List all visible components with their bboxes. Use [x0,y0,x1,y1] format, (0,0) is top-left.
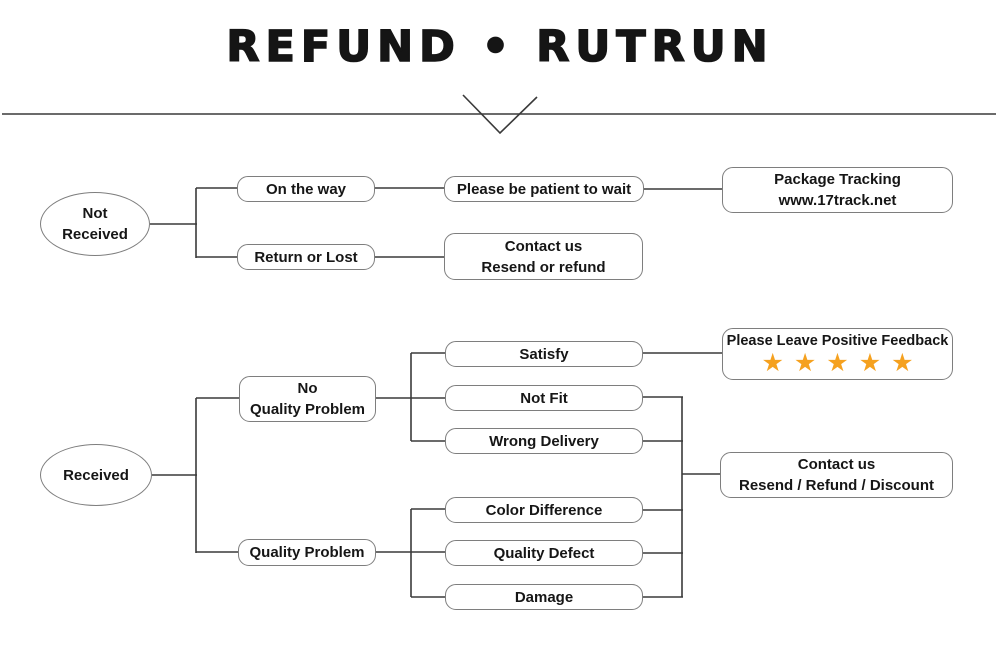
node-label: Quality Problem [249,401,366,418]
page-title: REFUND • RUTRUN [226,21,774,73]
node-quality-problem: Quality Problem [238,539,376,566]
tracking-url: www.17track.net [778,192,897,209]
node-label: Damage [514,588,574,606]
node-please-be-patient: Please be patient to wait [444,176,644,202]
node-not-received: Not Received [40,192,150,256]
node-contact-resend-refund-discount: Contact us Resend / Refund / Discount [720,452,953,498]
node-label: Resend / Refund / Discount [738,477,934,494]
node-label: Please Leave Positive Feedback [726,333,949,349]
node-wrong-delivery: Wrong Delivery [445,428,643,454]
node-quality-defect: Quality Defect [445,540,643,566]
star-rating: ★★★★★ [761,349,924,377]
node-label: Contact us [797,456,876,473]
node-label: On the way [265,180,347,198]
node-label: Please be patient to wait [456,180,632,198]
node-contact-resend-refund: Contact us Resend or refund [444,233,643,280]
node-received: Received [40,444,152,506]
node-label: Contact us [504,237,583,255]
node-damage: Damage [445,584,643,610]
node-label: Quality Defect [493,544,595,562]
node-package-tracking: Package Tracking www.17track.net [722,167,953,213]
node-positive-feedback: Please Leave Positive Feedback ★★★★★ [722,328,953,380]
node-on-the-way: On the way [237,176,375,202]
node-satisfy: Satisfy [445,341,643,367]
node-label: Received [63,466,129,484]
down-arrow-icon [462,94,538,135]
node-label: Quality Problem [249,544,365,561]
node-label: Not Fit [520,389,568,407]
node-color-difference: Color Difference [445,497,643,523]
node-label: No [297,380,318,397]
node-label: Return or Lost [254,248,358,266]
node-label: Received [62,226,128,243]
node-label: Color Difference [485,501,603,519]
node-label: Not [82,205,108,222]
node-no-quality-problem: No Quality Problem [239,376,376,422]
node-label: Satisfy [519,345,569,363]
node-label: Resend or refund [481,258,606,276]
node-return-or-lost: Return or Lost [237,244,375,270]
node-label: Package Tracking [774,171,901,188]
node-label: Wrong Delivery [489,432,599,450]
node-not-fit: Not Fit [445,385,643,411]
